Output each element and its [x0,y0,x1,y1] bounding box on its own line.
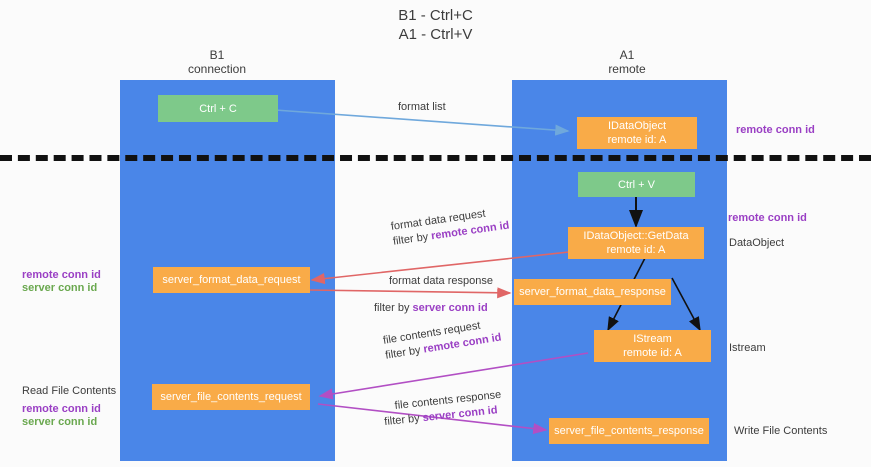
box-idataobject-line2: remote id: A [607,134,667,146]
box-server-file-contents-response[interactable]: server_file_contents_response [549,418,709,444]
section-divider [0,155,871,161]
flow-label-file-contents-request: file contents request filter by remote c… [382,316,503,364]
column-left-role: connection [187,62,247,76]
box-getdata-line1: IDataObject::GetData [583,230,689,242]
annotation-remote-conn-id-mid: remote conn id [728,212,807,224]
annotation-istream: Istream [729,342,766,354]
box-idataobject[interactable]: IDataObject remote id: A [577,117,697,149]
flow-fdres-filter-prefix: filter by [374,302,413,314]
box-server-format-data-request-label: server_format_data_request [162,274,301,286]
column-left-name: B1 [209,48,225,62]
box-server-file-contents-request[interactable]: server_file_contents_request [152,384,310,410]
annotation-left-remote-conn-id-bot: remote conn id [22,403,101,415]
box-istream[interactable]: IStream remote id: A [594,330,711,362]
flow-label-format-list: format list [398,100,446,115]
annotation-left-server-conn-id-bot: server conn id [22,416,98,428]
box-server-format-data-response[interactable]: server_format_data_response [514,279,671,305]
column-right-name: A1 [619,48,635,62]
annotation-remote-conn-id-top: remote conn id [736,124,815,136]
box-server-format-data-response-label: server_format_data_response [519,286,666,298]
flow-fcres-filter-prefix: filter by [383,412,424,429]
annotation-left-remote-conn-id-mid: remote conn id [22,269,101,281]
box-server-format-data-request[interactable]: server_format_data_request [153,267,310,293]
box-ctrl-c-label: Ctrl + C [199,102,237,115]
column-header-right: A1 remote [560,48,694,76]
box-ctrl-v[interactable]: Ctrl + V [578,172,695,197]
column-right-role: remote [608,62,646,76]
box-getdata-line2: remote id: A [606,244,666,256]
box-server-file-contents-response-label: server_file_contents_response [554,425,704,437]
annotation-write-file-contents: Write File Contents [734,425,828,437]
box-ctrl-v-label: Ctrl + V [618,178,655,191]
annotation-read-file-contents: Read File Contents [22,385,117,397]
annotation-left-server-conn-id-mid: server conn id [22,282,98,294]
flow-format-list-text: format list [398,101,446,113]
flow-fdreq-filter-prefix: filter by [392,230,433,248]
flow-format-data-response-filter: filter by server conn id [374,301,493,316]
title-line-2: A1 - Ctrl+V [398,26,473,43]
flow-format-data-response-text: format data response [389,275,493,287]
box-istream-line2: remote id: A [623,347,682,359]
column-header-left: B1 connection [150,48,284,76]
flow-fdres-filter-key: server conn id [412,302,488,314]
box-idataobject-line1: IDataObject [607,120,667,132]
annotation-dataobject: DataObject [729,237,785,249]
title-line-1: B1 - Ctrl+C [398,7,473,24]
box-istream-line1: IStream [633,333,672,345]
box-server-file-contents-request-label: server_file_contents_request [160,391,302,403]
box-ctrl-c[interactable]: Ctrl + C [158,95,278,122]
flow-label-format-data-response: format data response filter by server co… [374,274,493,316]
flow-label-format-data-request: format data request filter by remote con… [390,204,510,250]
box-idataobject-getdata[interactable]: IDataObject::GetData remote id: A [568,227,704,259]
page-title: B1 - Ctrl+C A1 - Ctrl+V [0,6,871,44]
flow-label-file-contents-response: file contents response filter by server … [384,388,504,429]
